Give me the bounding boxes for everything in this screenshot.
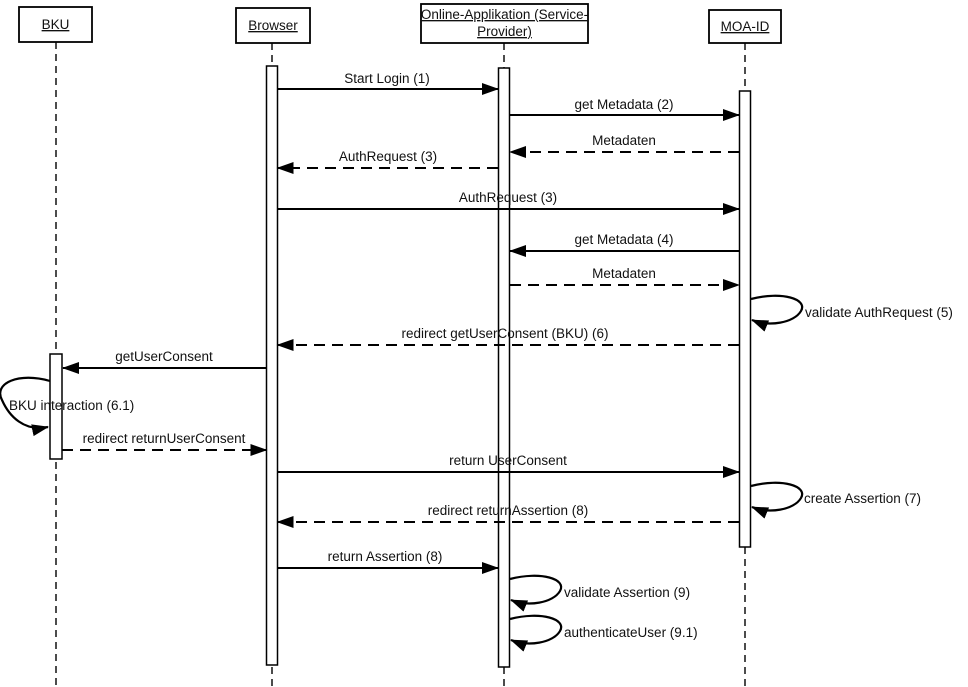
message-get-metadata-4: get Metadata (4) <box>509 232 739 257</box>
message-label: validate AuthRequest (5) <box>805 305 953 320</box>
message-label: redirect getUserConsent (BKU) (6) <box>401 326 608 341</box>
loop-validate-authrequest <box>750 294 804 332</box>
message-label: AuthRequest (3) <box>459 190 557 205</box>
self-message-create-assertion: create Assertion (7) <box>750 481 921 519</box>
actor-label-bku: BKU <box>42 17 70 32</box>
self-message-authenticateuser: authenticateUser (9.1) <box>509 614 698 652</box>
actor-label-browser: Browser <box>248 18 298 33</box>
message-label: return UserConsent <box>449 453 567 468</box>
actor-box-moa-id <box>708 9 782 44</box>
actor-box-bku <box>18 6 93 43</box>
message-authrequest-redirect: AuthRequest (3) <box>276 149 498 174</box>
loop-create-assertion <box>750 481 804 519</box>
message-redirect-returnuserconsent: redirect returnUserConsent <box>62 431 268 456</box>
loop-validate-assertion <box>509 574 563 612</box>
message-label: get Metadata (2) <box>574 97 673 112</box>
actor-box-browser <box>235 7 311 44</box>
actor-label-online-applikation-line1: Online-Applikation (Service- <box>421 7 588 22</box>
activation-bar-moa-id <box>738 90 752 548</box>
self-message-validate-assertion: validate Assertion (9) <box>509 574 690 612</box>
message-label: return Assertion (8) <box>328 549 443 564</box>
message-return-assertion: return Assertion (8) <box>277 549 499 574</box>
actor-bku: BKU <box>18 6 93 43</box>
message-label: Start Login (1) <box>344 71 430 86</box>
message-getuserconsent: getUserConsent <box>62 349 267 374</box>
actor-label-moa-id: MOA-ID <box>721 19 770 34</box>
message-label: BKU interaction (6.1) <box>9 398 134 413</box>
actor-label-online-applikation-line2: Provider) <box>477 24 532 39</box>
actor-online-applikation: Online-Applikation (Service- Provider) <box>420 3 589 44</box>
loop-authenticateuser <box>509 614 563 652</box>
message-label: redirect returnAssertion (8) <box>428 503 589 518</box>
self-message-validate-authrequest: validate AuthRequest (5) <box>750 294 953 332</box>
message-authrequest-forward: AuthRequest (3) <box>277 190 740 215</box>
message-label: Metadaten <box>592 266 656 281</box>
message-label: getUserConsent <box>115 349 213 364</box>
message-metadaten-1: Metadaten <box>509 133 739 158</box>
message-label: create Assertion (7) <box>804 491 921 506</box>
message-redirect-getuserconsent: redirect getUserConsent (BKU) (6) <box>276 326 739 351</box>
activation-bar-online-applikation <box>497 67 511 668</box>
message-metadaten-2: Metadaten <box>510 266 740 291</box>
message-get-metadata-2: get Metadata (2) <box>510 97 740 121</box>
message-label: redirect returnUserConsent <box>83 431 246 446</box>
message-return-userconsent: return UserConsent <box>277 453 740 478</box>
message-label: authenticateUser (9.1) <box>564 625 698 640</box>
loop-bku-interaction <box>0 376 51 437</box>
activation-bar-bku <box>49 353 63 460</box>
message-label: get Metadata (4) <box>574 232 673 247</box>
actor-browser: Browser <box>235 7 311 44</box>
message-redirect-returnassertion: redirect returnAssertion (8) <box>276 503 739 528</box>
message-start-login: Start Login (1) <box>277 71 499 95</box>
message-label: Metadaten <box>592 133 656 148</box>
actor-box-online-applikation <box>420 3 589 44</box>
actor-moa-id: MOA-ID <box>708 9 782 44</box>
message-label: validate Assertion (9) <box>564 585 690 600</box>
message-label: AuthRequest (3) <box>339 149 437 164</box>
self-message-bku-interaction: BKU interaction (6.1) <box>0 376 134 437</box>
activation-bar-browser <box>265 65 279 666</box>
